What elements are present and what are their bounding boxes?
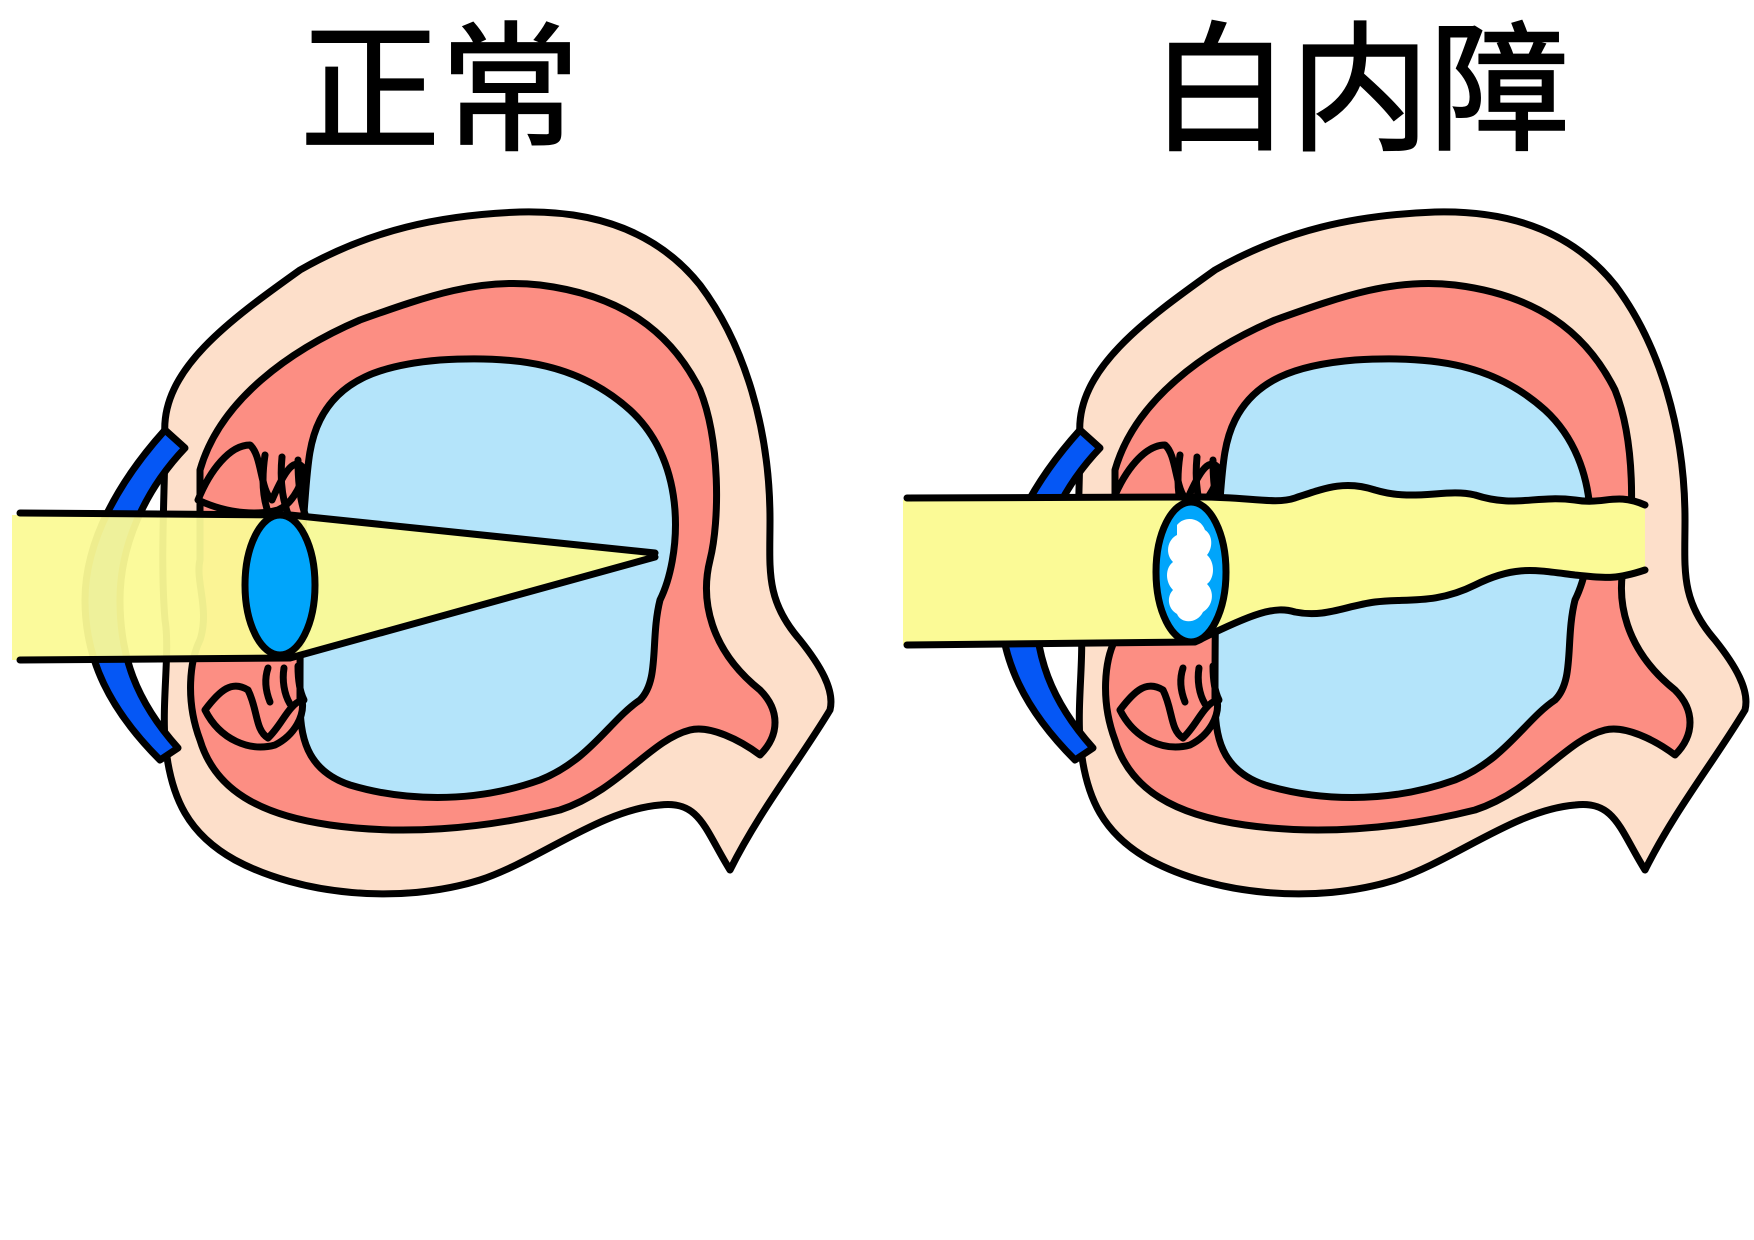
light-beam-normal xyxy=(12,515,655,660)
normal-eye xyxy=(12,212,831,894)
light-beam-cataract xyxy=(903,485,1645,645)
label-cataract: 白内障 xyxy=(1149,10,1571,173)
cataract-eye xyxy=(903,212,1746,894)
label-normal: 正常 xyxy=(299,10,581,173)
lens-opacity xyxy=(1167,518,1213,622)
lens-normal xyxy=(241,511,319,659)
